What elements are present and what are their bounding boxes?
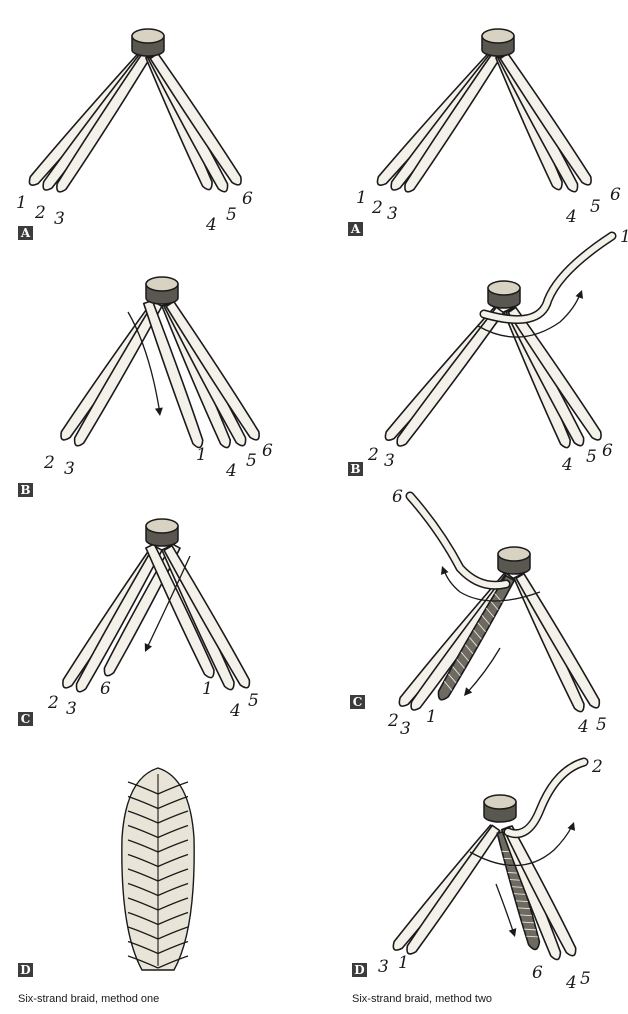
strand-number-label: 5 (590, 197, 601, 217)
strand-number-label: 5 (246, 451, 257, 471)
strand-number-label: 4 (577, 717, 589, 737)
strand-number-label: 4 (565, 973, 577, 993)
strand-number-label: 1 (426, 707, 437, 727)
strand-left (397, 307, 503, 446)
strand-number-label: 2 (367, 445, 379, 465)
strand-number-label: 3 (66, 699, 77, 719)
step-badge-letter: D (354, 963, 364, 977)
strand-number-label: 5 (580, 969, 591, 989)
strand-number-label: 2 (47, 693, 59, 713)
strand-number-label: 6 (262, 441, 273, 461)
strand-number-label: 1 (620, 227, 628, 247)
strand-number-label: 6 (602, 441, 613, 461)
strand-number-label: 3 (54, 209, 65, 229)
arrowhead-icon (568, 822, 576, 831)
step-badge-letter: C (21, 712, 31, 726)
strand-number-label: 3 (378, 957, 389, 977)
step-badge-letter: B (20, 483, 30, 497)
strand-loose-2 (508, 762, 584, 834)
strand-number-label: 5 (226, 205, 237, 225)
strand-number-label: 6 (532, 963, 543, 983)
strand-number-label: 1 (202, 679, 213, 699)
arrowhead-icon (155, 408, 163, 416)
strand-number-label: 4 (565, 207, 577, 227)
strand-number-label: 3 (387, 204, 398, 224)
direction-arrow (496, 884, 514, 934)
strand-number-label: 5 (248, 691, 259, 711)
caption-method-two: Six-strand braid, method two (352, 993, 492, 1005)
strand-left (405, 53, 500, 191)
step-badge-letter: B (350, 462, 360, 476)
strand-left (75, 302, 162, 446)
strand-number-label: 2 (34, 203, 46, 223)
arrowhead-icon (509, 928, 517, 937)
strand-left (57, 54, 150, 192)
strand-number-label: 3 (64, 459, 75, 479)
panel-b-method-two: 1 23 456B (348, 227, 628, 476)
strand-number-label: 6 (100, 679, 111, 699)
strand-number-label: 2 (371, 198, 383, 218)
strand-number-label: 1 (16, 193, 27, 213)
peg-icon (498, 547, 530, 561)
step-badge-letter: A (350, 222, 361, 236)
strand-number-label: 2 (591, 757, 603, 777)
strand-number-label: 1 (356, 188, 367, 208)
strand-number-label: 3 (400, 719, 411, 739)
caption-method-one: Six-strand braid, method one (18, 993, 159, 1005)
strand-number-label: 5 (596, 715, 607, 735)
panel-d-method-one: D (18, 768, 194, 977)
strand-number-label: 1 (398, 953, 409, 973)
strand-right (506, 308, 584, 446)
strand-right (516, 574, 599, 708)
strand-number-label: 1 (196, 445, 207, 465)
step-badge-letter: C (353, 695, 363, 709)
step-badge-letter: D (20, 963, 30, 977)
strand-number-label: 4 (225, 461, 237, 481)
strand-number-label: 6 (392, 487, 403, 507)
peg-icon (482, 29, 514, 43)
strand-number-label: 6 (610, 185, 621, 205)
strand-number-label: 2 (43, 453, 55, 473)
strand-left (76, 546, 161, 692)
peg-icon (146, 519, 178, 533)
peg-icon (488, 281, 520, 295)
strand-number-label: 5 (586, 447, 597, 467)
strand-number-label: 2 (387, 711, 399, 731)
peg-icon (484, 795, 516, 809)
step-badge-letter: A (20, 226, 31, 240)
strand-number-label: 4 (229, 701, 241, 721)
strand-left (407, 825, 500, 954)
strand-number-label: 6 (242, 189, 253, 209)
strand-number-label: 4 (205, 215, 217, 235)
strand-number-label: 4 (561, 455, 573, 475)
peg-icon (146, 277, 178, 291)
strand-number-label: 3 (384, 451, 395, 471)
peg-icon (132, 29, 164, 43)
